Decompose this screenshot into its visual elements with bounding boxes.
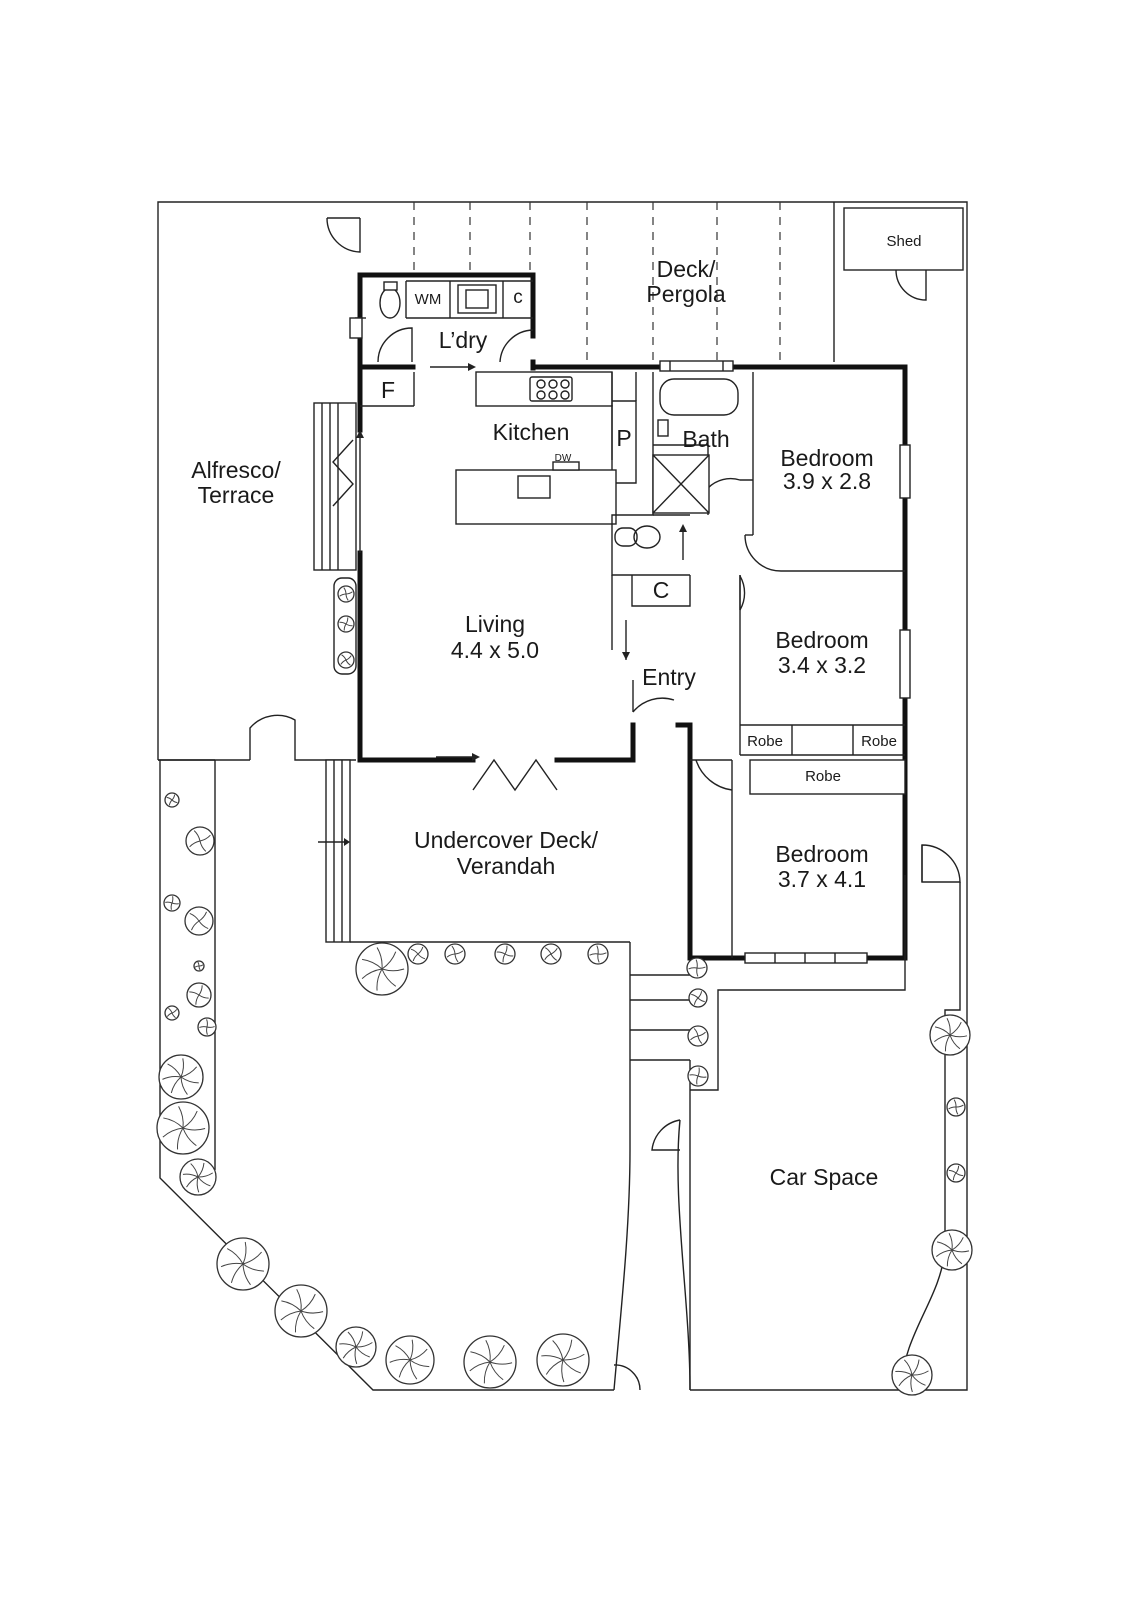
deck-pergola-label-1: Deck/ <box>657 256 716 282</box>
flow-arrows <box>318 363 687 846</box>
washing-machine-label: WM <box>415 291 442 308</box>
tree-icon <box>185 826 215 856</box>
tree-icon <box>686 957 708 979</box>
tree-icon <box>164 792 180 808</box>
tree-icon <box>688 988 708 1008</box>
tree-icon <box>193 960 205 972</box>
tree-icon <box>587 943 609 965</box>
interior-walls <box>360 371 906 958</box>
tree-icon <box>337 615 355 633</box>
tree-icon <box>186 982 212 1008</box>
verandah-label-2: Verandah <box>457 853 555 879</box>
tree-icon <box>335 1326 377 1368</box>
alfresco-stairs <box>313 402 357 675</box>
tree-icon <box>929 1014 971 1056</box>
bedroom-2-size: 3.4 x 3.2 <box>778 652 866 678</box>
bedroom-1-size: 3.9 x 2.8 <box>783 468 871 494</box>
deck-pergola-label-2: Pergola <box>646 281 725 307</box>
living-size: 4.4 x 5.0 <box>451 637 539 663</box>
property-boundary <box>157 201 968 1391</box>
bath-label: Bath <box>682 426 729 452</box>
tree-icon <box>687 1065 709 1087</box>
tree-icon <box>197 1017 217 1037</box>
tree-icon <box>444 943 466 965</box>
shed-label: Shed <box>886 233 921 250</box>
alfresco-label-1: Alfresco/ <box>191 457 281 483</box>
laundry-label: L’dry <box>439 327 488 353</box>
tree-icon <box>355 942 409 996</box>
tree-icon <box>407 943 429 965</box>
pergola-beams <box>326 202 781 362</box>
tree-icon <box>184 906 214 936</box>
tree-icon <box>687 1025 709 1047</box>
tree-icon <box>156 1101 210 1155</box>
tree-icon <box>179 1158 217 1196</box>
alfresco-label-2: Terrace <box>198 482 275 508</box>
bedroom-2-label: Bedroom <box>775 627 868 653</box>
tree-icon <box>536 1333 590 1387</box>
tree-icon <box>385 1335 435 1385</box>
fridge-label: F <box>381 377 395 403</box>
windows <box>659 360 911 964</box>
living-label: Living <box>465 611 525 637</box>
laundry-fixtures <box>349 280 534 363</box>
tree-icon <box>891 1354 933 1396</box>
robe-left-label: Robe <box>747 733 783 750</box>
dishwasher-label: DW <box>555 453 572 464</box>
house-walls <box>357 272 908 961</box>
hall-cupboard-label: C <box>653 577 670 603</box>
tree-icon <box>216 1237 270 1291</box>
entry-label: Entry <box>642 664 696 690</box>
kitchen-label: Kitchen <box>493 419 570 445</box>
garden-trees <box>156 585 973 1396</box>
tree-icon <box>463 1335 517 1389</box>
tree-icon <box>337 651 355 669</box>
verandah-label-1: Undercover Deck/ <box>414 827 599 853</box>
tree-icon <box>494 943 516 965</box>
laundry-cupboard-label: c <box>513 287 523 308</box>
verandah-stairs <box>325 758 690 1061</box>
pantry-label: P <box>616 425 631 451</box>
tree-icon <box>337 585 355 603</box>
driveway <box>613 844 961 1391</box>
bedroom-3-size: 3.7 x 4.1 <box>778 866 866 892</box>
shed: Shed <box>843 207 964 301</box>
car-space-label: Car Space <box>770 1164 879 1190</box>
bedroom-1-label: Bedroom <box>780 445 873 471</box>
tree-icon <box>931 1229 973 1271</box>
tree-icon <box>164 1005 180 1021</box>
robe-right-label: Robe <box>861 733 897 750</box>
bedroom-3-label: Bedroom <box>775 841 868 867</box>
tree-icon <box>274 1284 328 1338</box>
tree-icon <box>946 1163 966 1183</box>
robe-mid-label: Robe <box>805 768 841 785</box>
tree-icon <box>158 1054 204 1100</box>
tree-icon <box>540 943 562 965</box>
tree-icon <box>163 894 181 912</box>
tree-icon <box>946 1097 966 1117</box>
